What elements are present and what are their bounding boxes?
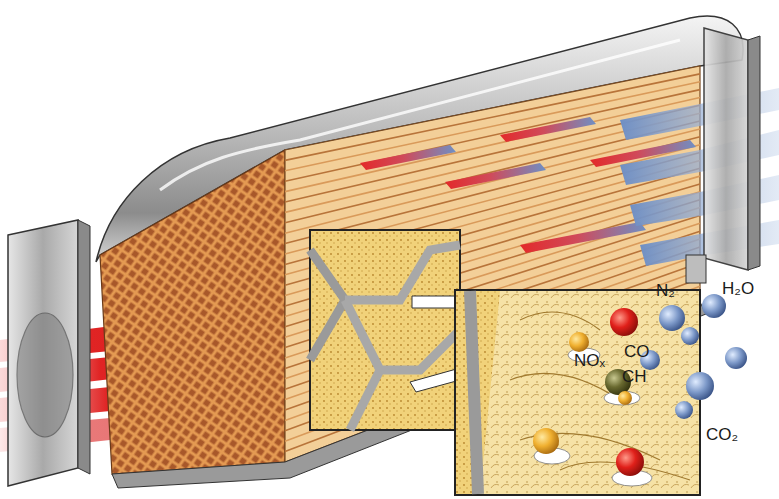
chemical-label: CO (624, 343, 650, 360)
chemical-label: CO₂ (706, 426, 738, 443)
inlet-flange (8, 220, 90, 486)
chemical-label: CH (622, 368, 647, 385)
product-molecules (640, 294, 747, 419)
chemical-label: NOₓ (574, 352, 605, 369)
wall-section-inset (310, 230, 460, 430)
outlet-flange (686, 28, 760, 283)
honeycomb-face (100, 150, 285, 474)
catalyst-inset (455, 290, 700, 495)
chemical-label: H₂O (722, 280, 754, 297)
chemical-label: N₂ (656, 282, 675, 299)
